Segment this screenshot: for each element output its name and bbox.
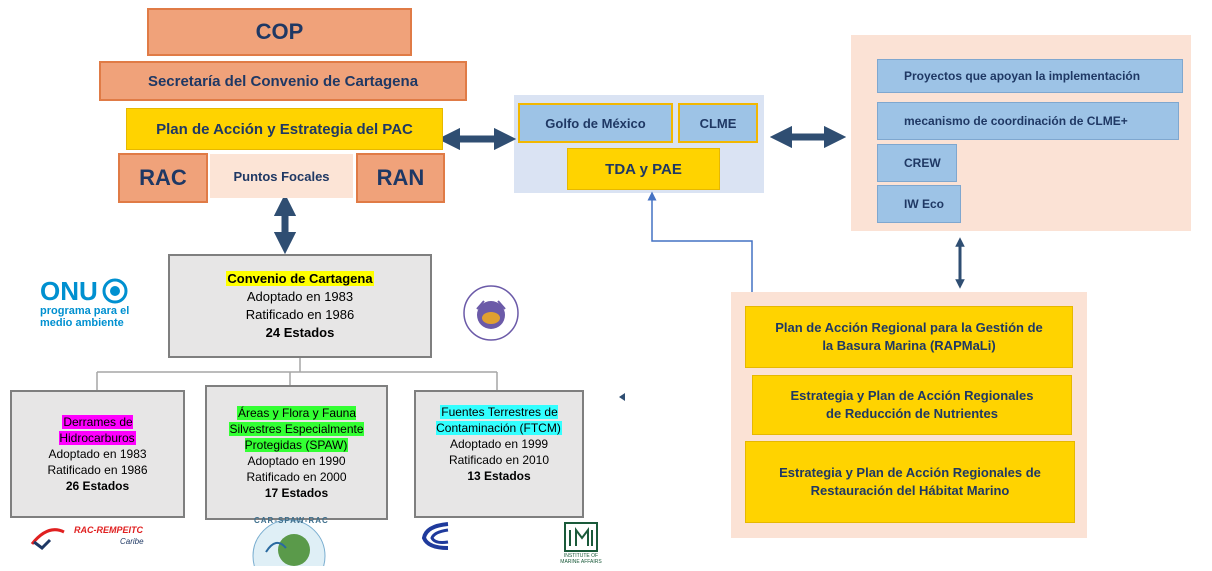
protocol-derrames: Derrames de Hidrocarburos Adoptado en 19… — [10, 390, 185, 518]
convenio-title: Convenio de Cartagena — [226, 271, 374, 286]
protocol-estados: 26 Estados — [65, 479, 130, 493]
protocol-adoptado: Adoptado en 1983 — [48, 447, 147, 461]
rac-caribe-text: Caribe — [120, 537, 144, 546]
onu-logo: ONU programa para el medio ambiente — [40, 278, 160, 338]
onu-logo-line1: programa para el — [40, 305, 130, 317]
secretaria-box: Secretaría del Convenio de Cartagena — [99, 61, 467, 101]
rac-rempeitc-logo: RAC-REMPEITC Caribe — [28, 522, 168, 552]
protocol-title: Fuentes Terrestres de Contaminación (FTC… — [436, 405, 562, 435]
crew-box: CREW — [877, 144, 957, 182]
convenio-box: Convenio de Cartagena Adoptado en 1983 R… — [168, 254, 432, 358]
ima-subtitle: INSTITUTE OF MARINE AFFAIRS — [560, 553, 602, 565]
clme-mechanism-box: mecanismo de coordinación de CLME+ — [877, 102, 1179, 140]
projects-title-box: Proyectos que apoyan la implementación — [877, 59, 1183, 93]
car-spaw-text: CAR-SPAW-RAC — [254, 516, 329, 525]
protocol-ratificado: Ratificado en 2010 — [448, 453, 550, 467]
nutrientes-box: Estrategia y Plan de Acción Regionales d… — [752, 375, 1072, 435]
cop-box: COP — [147, 8, 412, 56]
ima-mark — [564, 522, 598, 552]
protocol-title: Derrames de Hidrocarburos — [59, 415, 136, 445]
protocol-estados: 17 Estados — [264, 485, 329, 500]
puntos-focales-box: Puntos Focales — [210, 154, 353, 198]
convenio-estados: 24 Estados — [265, 325, 335, 340]
protocol-ratificado: Ratificado en 1986 — [47, 463, 148, 477]
rapmali-box: Plan de Acción Regional para la Gestión … — [745, 306, 1073, 368]
protocol-adoptado: Adoptado en 1999 — [449, 437, 549, 451]
protocol-ratificado: Ratificado en 2000 — [246, 469, 347, 484]
globe-icon — [102, 278, 128, 304]
protocol-adoptado: Adoptado en 1990 — [247, 453, 346, 468]
cep-logo — [462, 283, 520, 343]
habitat-box: Estrategia y Plan de Acción Regionales d… — [745, 441, 1075, 523]
rempeitc-icon — [30, 528, 65, 550]
protocol-spaw: Áreas y Flora y Fauna Silvestres Especia… — [205, 385, 388, 520]
ran-box: RAN — [356, 153, 445, 203]
ima-logo: INSTITUTE OF MARINE AFFAIRS — [556, 522, 606, 566]
elbow-arrow-plans-tda — [647, 191, 753, 292]
protocol-ftcm: Fuentes Terrestres de Contaminación (FTC… — [414, 390, 584, 518]
protocol-estados: 13 Estados — [467, 469, 531, 483]
rac-box: RAC — [118, 153, 208, 203]
convenio-adoptado: Adoptado en 1983 — [246, 289, 354, 304]
wave-logo — [418, 518, 454, 554]
onu-logo-title: ONU — [40, 276, 98, 306]
iw-eco-box: IW Eco — [877, 185, 961, 223]
rac-rempeitc-text: RAC-REMPEITC — [74, 525, 143, 535]
plan-pac-box: Plan de Acción y Estrategia del PAC — [126, 108, 443, 150]
clme-box: CLME — [678, 103, 758, 143]
car-spaw-logo: CAR-SPAW-RAC — [246, 512, 332, 571]
golfo-box: Golfo de México — [518, 103, 673, 143]
protocol-title: Áreas y Flora y Fauna Silvestres Especia… — [229, 405, 364, 452]
convenio-ratificado: Ratificado en 1986 — [245, 307, 355, 322]
tda-box: TDA y PAE — [567, 148, 720, 190]
onu-logo-line2: medio ambiente — [40, 317, 124, 329]
